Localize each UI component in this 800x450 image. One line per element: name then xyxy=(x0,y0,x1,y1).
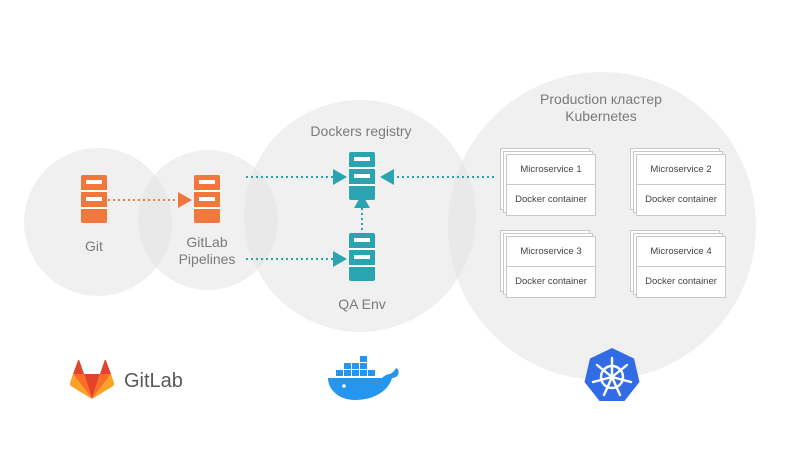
docker-whale-icon xyxy=(328,356,399,400)
microservice-name: Microservice 1 xyxy=(520,164,582,175)
gitlab-wordmark: GitLab xyxy=(124,370,183,392)
gitlab-fox-icon xyxy=(70,360,114,399)
registry-label: Dockers registry xyxy=(310,123,412,139)
registry-server-icon xyxy=(349,152,375,200)
pipelines-label: GitLab Pipelines xyxy=(178,234,236,267)
microservice-card: Microservice 1 Docker container xyxy=(506,154,596,216)
microservice-2-stack: Microservice 2 Docker container xyxy=(630,148,726,218)
registry-zone xyxy=(244,100,476,332)
git-server-icon xyxy=(81,175,107,223)
microservice-card: Microservice 3 Docker container xyxy=(506,236,596,298)
qa-label: QA Env xyxy=(338,296,386,312)
microservice-4-stack: Microservice 4 Docker container xyxy=(630,230,726,300)
production-zone xyxy=(448,72,756,380)
git-label: Git xyxy=(85,238,103,254)
microservice-card: Microservice 2 Docker container xyxy=(636,154,726,216)
qa-server-icon xyxy=(349,233,375,281)
container-label: Docker container xyxy=(637,184,725,215)
microservice-name: Microservice 2 xyxy=(650,164,712,175)
microservice-1-stack: Microservice 1 Docker container xyxy=(500,148,596,218)
container-label: Docker container xyxy=(507,266,595,297)
container-label: Docker container xyxy=(507,184,595,215)
microservice-name: Microservice 3 xyxy=(520,246,582,257)
container-label: Docker container xyxy=(637,266,725,297)
kubernetes-wheel-icon xyxy=(584,348,640,401)
microservice-card: Microservice 4 Docker container xyxy=(636,236,726,298)
production-label: Production кластер Kubernetes xyxy=(540,91,662,124)
pipelines-server-icon xyxy=(194,175,220,223)
microservice-3-stack: Microservice 3 Docker container xyxy=(500,230,596,300)
microservice-name: Microservice 4 xyxy=(650,246,712,257)
